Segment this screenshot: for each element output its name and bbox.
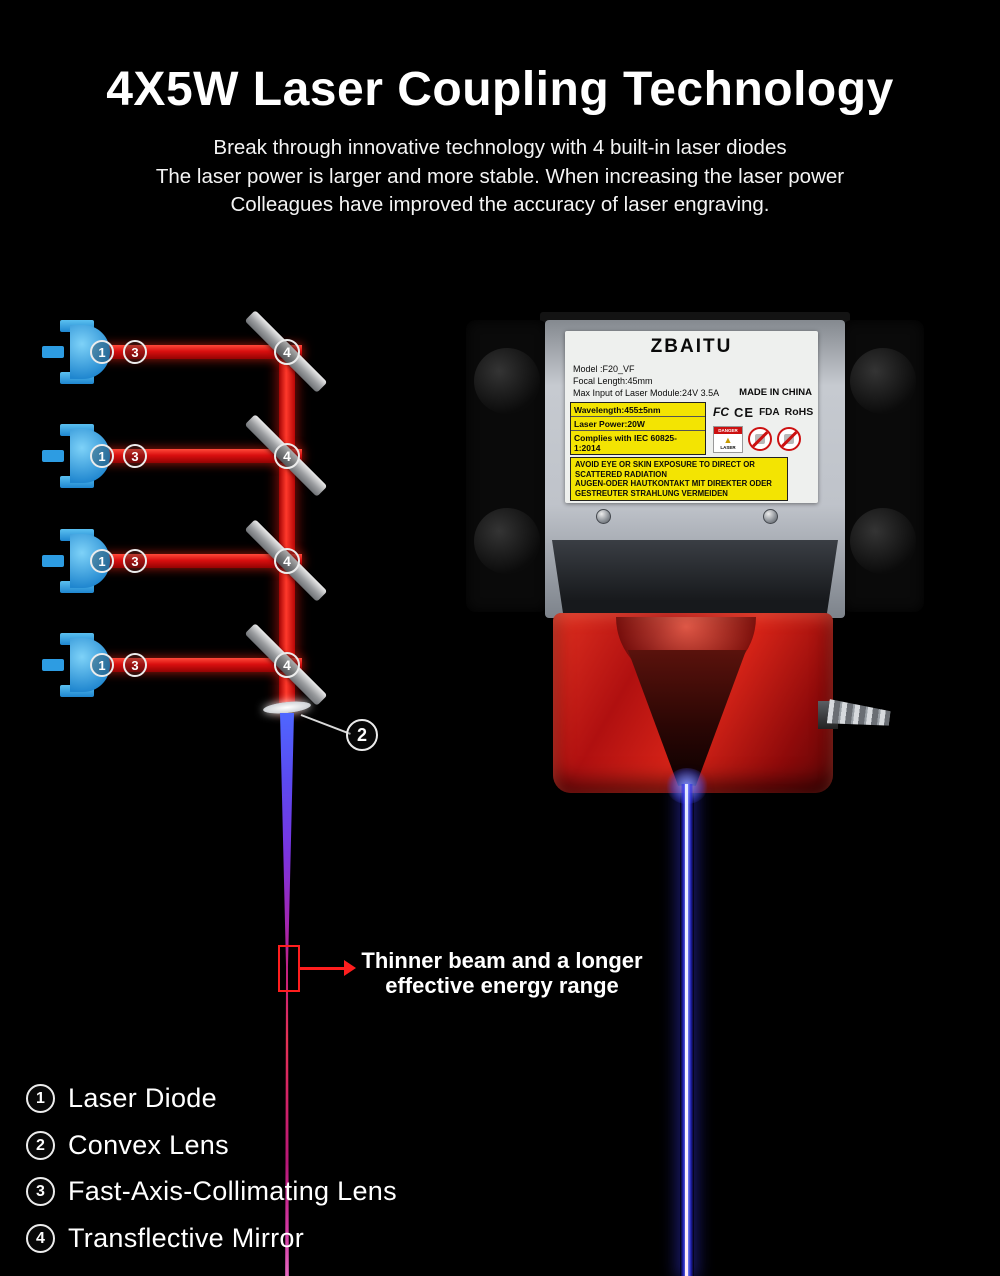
legend-marker: 4 xyxy=(26,1224,55,1253)
marker-laser-diode: 1 xyxy=(90,549,114,573)
legend-item-laser-diode: 1 Laser Diode xyxy=(26,1083,217,1114)
spec-wavelength: Wavelength:455±5nm xyxy=(571,403,705,417)
label-model: Model :F20_VF xyxy=(573,364,635,374)
warning-icons: DANGER ▲ LASER xyxy=(713,425,815,453)
red-beam-horizontal xyxy=(104,449,302,463)
marker-convex-lens: 2 xyxy=(346,719,378,751)
cooling-fan-right xyxy=(842,320,924,612)
brand-name: ZBAITU xyxy=(650,336,733,357)
marker-mirror: 4 xyxy=(274,652,300,678)
marker-mirror: 4 xyxy=(274,339,300,365)
legend-marker: 1 xyxy=(26,1084,55,1113)
rohs-mark-icon: RoHS xyxy=(784,406,814,418)
no-eye-exposure-icon xyxy=(777,427,801,451)
diode-stem xyxy=(42,450,64,462)
fda-mark-icon: FDA xyxy=(759,406,780,418)
product-label: ZBAITU Model :F20_VF Focal Length:45mm M… xyxy=(565,331,818,503)
no-skin-exposure-icon xyxy=(748,427,772,451)
legend-marker: 2 xyxy=(26,1131,55,1160)
subtitle-line-3: Colleagues have improved the accuracy of… xyxy=(230,193,770,216)
module-lower-plate xyxy=(552,540,838,616)
prohibit-slash xyxy=(779,429,799,449)
subtitle: Break through innovative technology with… xyxy=(0,134,1000,220)
fan-blade-icon xyxy=(474,508,540,574)
marker-laser-diode: 1 xyxy=(90,340,114,364)
blue-laser-beam xyxy=(680,784,694,1276)
warning-text-box: AVOID EYE OR SKIN EXPOSURE TO DIRECT OR … xyxy=(570,457,788,502)
marker-fac-lens: 3 xyxy=(123,340,147,364)
warning-line-4: GESTREUTER STRAHLUNG VERMEIDEN xyxy=(575,488,728,498)
fan-blade-icon xyxy=(850,348,916,414)
legend-label: Transflective Mirror xyxy=(68,1223,305,1253)
callout-text-line-1: Thinner beam and a longer xyxy=(361,948,643,973)
danger-body: ▲ LASER xyxy=(714,434,742,452)
laser-danger-label-icon: DANGER ▲ LASER xyxy=(713,425,743,453)
callout-text: Thinner beam and a longer effective ener… xyxy=(352,948,652,998)
spec-compliance: Complies with IEC 60825-1:2014 xyxy=(574,432,677,453)
combined-red-beam xyxy=(279,350,295,710)
diode-stem xyxy=(42,346,64,358)
lens-pointer-line xyxy=(300,714,351,735)
red-beam-horizontal xyxy=(104,345,302,359)
spec-box: Wavelength:455±5nm Laser Power:20W Compl… xyxy=(570,402,706,455)
label-focal-length: Focal Length:45mm xyxy=(573,376,653,386)
label-made-in: MADE IN CHINA xyxy=(739,387,812,398)
fcc-mark-icon: FC xyxy=(713,405,729,419)
label-max-input: Max Input of Laser Module:24V 3.5A xyxy=(573,388,720,398)
red-beam-horizontal xyxy=(104,554,302,568)
legend-item-fac-lens: 3 Fast-Axis-Collimating Lens xyxy=(26,1176,397,1207)
laser-text: LASER xyxy=(720,444,736,450)
marker-laser-diode: 1 xyxy=(90,444,114,468)
subtitle-line-1: Break through innovative technology with… xyxy=(213,136,787,159)
warning-line-2: SCATTERED RADIATION xyxy=(575,469,667,479)
screw-right-icon xyxy=(763,509,778,524)
legend-marker: 3 xyxy=(26,1177,55,1206)
marker-fac-lens: 3 xyxy=(123,444,147,468)
page-title: 4X5W Laser Coupling Technology xyxy=(106,63,894,116)
callout-text-line-2: effective energy range xyxy=(385,973,619,998)
warning-triangle-icon: ▲ xyxy=(723,434,733,445)
warning-line-1: AVOID EYE OR SKIN EXPOSURE TO DIRECT OR xyxy=(575,460,755,469)
prohibit-slash xyxy=(750,429,770,449)
ce-mark-icon: CE xyxy=(734,404,755,420)
screw-left-icon xyxy=(596,509,611,524)
blue-beam-core xyxy=(685,784,688,1276)
warning-line-3: AUGEN-ODER HAUTKONTAKT MIT DIREKTER ODER xyxy=(575,479,772,489)
marker-mirror: 4 xyxy=(274,443,300,469)
marker-mirror: 4 xyxy=(274,548,300,574)
subtitle-line-2: The laser power is larger and more stabl… xyxy=(155,164,845,188)
fan-blade-icon xyxy=(850,508,916,574)
callout-arrow-icon xyxy=(344,960,356,976)
danger-header: DANGER xyxy=(714,426,742,434)
legend-label: Laser Diode xyxy=(68,1083,217,1113)
marker-fac-lens: 3 xyxy=(123,653,147,677)
legend-item-convex-lens: 2 Convex Lens xyxy=(26,1130,229,1161)
marker-fac-lens: 3 xyxy=(123,549,147,573)
cooling-fan-left xyxy=(466,320,548,612)
air-assist-nozzle-icon xyxy=(826,692,892,737)
legend-label: Convex Lens xyxy=(68,1130,229,1160)
diode-stem xyxy=(42,555,64,567)
legend-item-mirror: 4 Transflective Mirror xyxy=(26,1223,304,1254)
legend-label: Fast-Axis-Collimating Lens xyxy=(68,1176,397,1206)
marker-laser-diode: 1 xyxy=(90,653,114,677)
callout-line xyxy=(300,967,344,970)
diode-stem xyxy=(42,659,64,671)
certification-marks: FC CE FDA RoHS xyxy=(713,402,815,422)
callout-box xyxy=(278,945,300,992)
spec-laser-power: Laser Power:20W xyxy=(571,417,705,431)
fan-blade-icon xyxy=(474,348,540,414)
red-beam-horizontal xyxy=(104,658,302,672)
